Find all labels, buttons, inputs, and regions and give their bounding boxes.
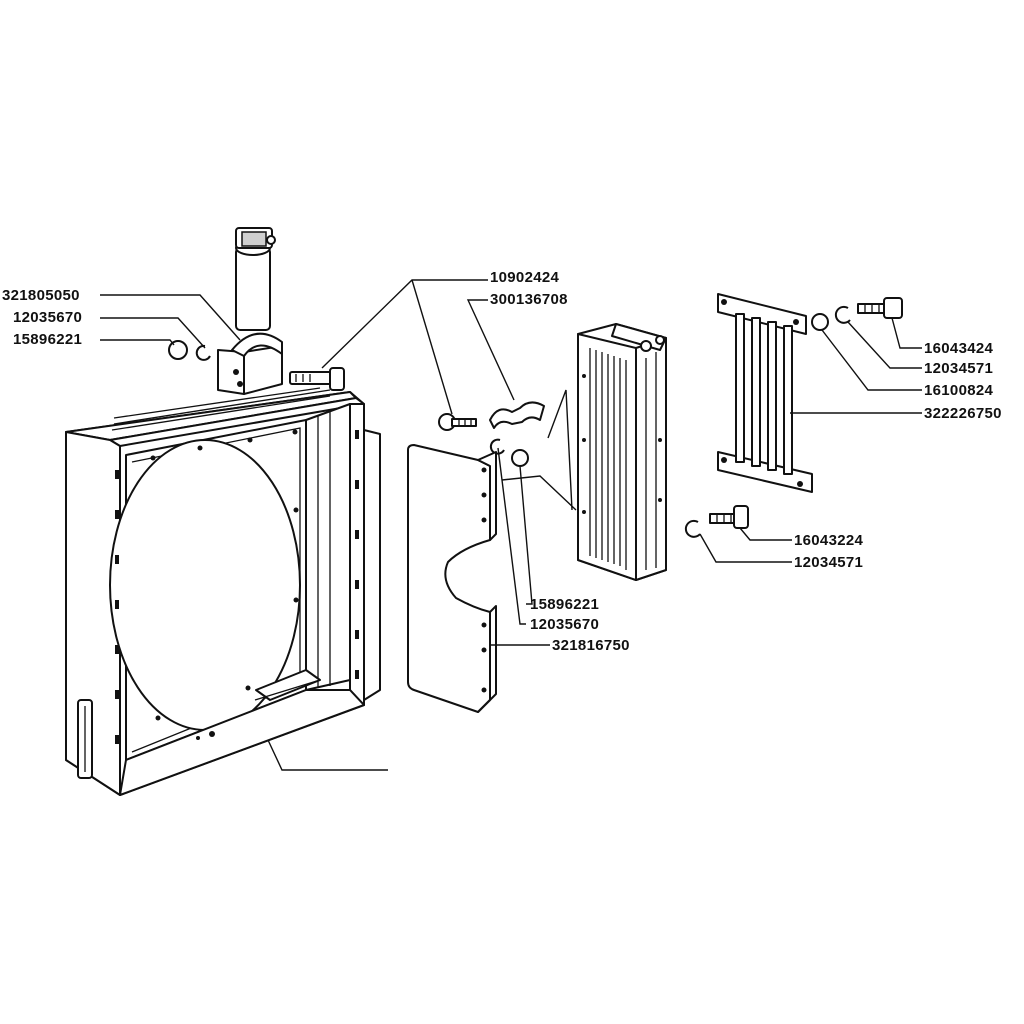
label-clip-top: 300136708: [490, 291, 568, 308]
cooler-fins: [589, 348, 657, 570]
nut-right: [811, 313, 829, 331]
bolt-right-top: [857, 297, 903, 319]
label-bolt-top: 10902424: [490, 269, 559, 286]
label-bolt-right-top: 16043424: [924, 340, 993, 357]
label-bolt-right-bottom: 16043224: [794, 532, 863, 549]
frame-holes: [115, 429, 359, 744]
label-support-frame: 322226750: [924, 405, 1002, 422]
label-washer-left: 12035670: [13, 309, 82, 326]
washer-left: [195, 344, 211, 361]
bolt-right-bottom: [709, 505, 749, 529]
label-washer-right-top: 12034571: [924, 360, 993, 377]
nut-mid: [511, 449, 529, 467]
shroud-panel: [407, 444, 497, 713]
bolt-middle: [438, 413, 477, 431]
part-labels: 321805050 12035670 15896221 10902424 300…: [2, 269, 1002, 654]
clip-top: [489, 401, 545, 429]
label-filter-bracket: 321805050: [2, 287, 80, 304]
radiator-frame: [65, 387, 388, 796]
label-shroud-panel: 321816750: [552, 637, 630, 654]
label-washer-mid: 12035670: [530, 616, 599, 633]
label-nut-right: 16100824: [924, 382, 993, 399]
washer-mid: [489, 438, 505, 455]
bolt-top: [289, 367, 345, 391]
cooler-core: [577, 323, 667, 581]
support-frame: [717, 293, 813, 493]
leader-lines: [100, 279, 922, 646]
nut-left: [168, 340, 188, 360]
washer-right-top: [834, 305, 851, 324]
label-nut-mid: 15896221: [530, 596, 599, 613]
filter-bracket: [217, 332, 283, 395]
label-washer-right-bottom: 12034571: [794, 554, 863, 571]
filter-canister: [235, 227, 276, 331]
washer-right-bottom: [684, 519, 701, 538]
label-nut-left: 15896221: [13, 331, 82, 348]
